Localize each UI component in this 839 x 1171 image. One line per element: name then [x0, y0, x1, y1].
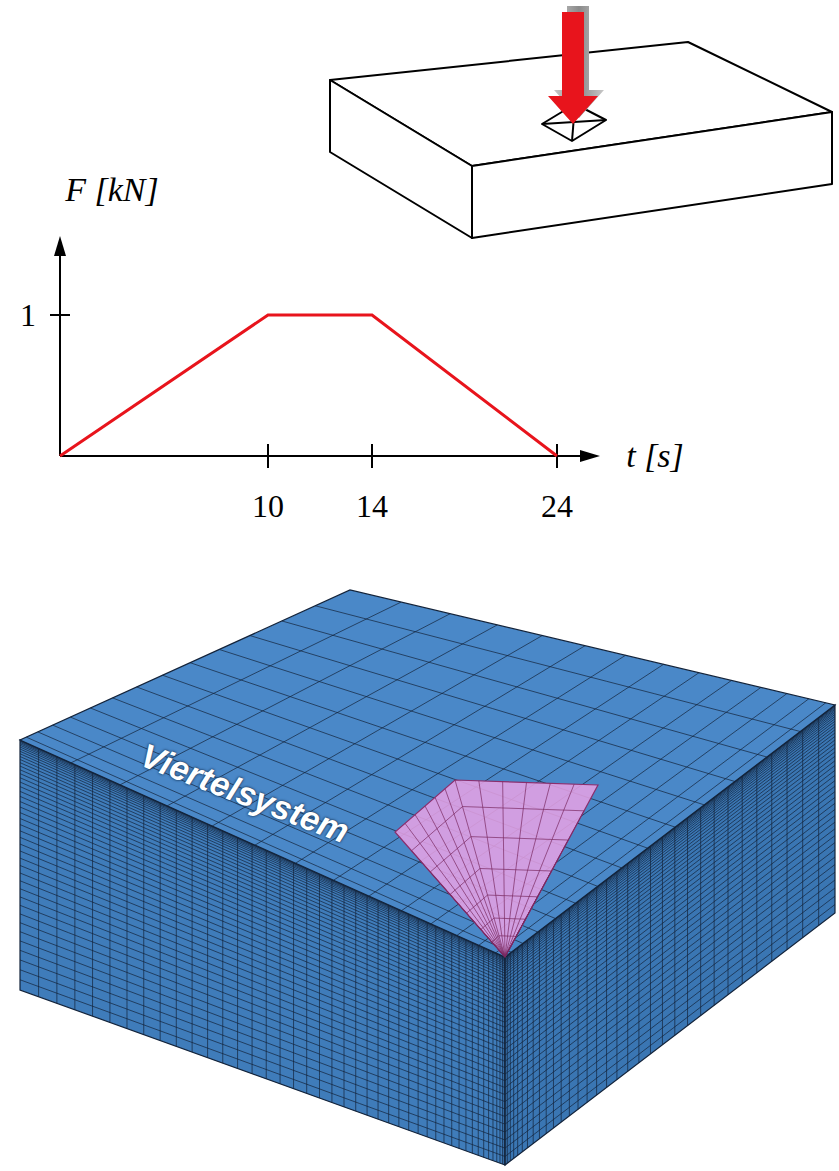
axis-title: t [s]	[626, 439, 684, 473]
mesh-line	[20, 923, 505, 1109]
mesh-line	[20, 980, 505, 1157]
footing-area	[395, 780, 598, 957]
mesh-line	[71, 602, 401, 763]
mesh-line	[505, 888, 835, 1140]
mesh-line	[505, 896, 835, 1148]
axis-arrowhead	[580, 450, 600, 462]
x-axis	[60, 455, 585, 457]
mesh-line	[455, 780, 505, 957]
mesh-line	[315, 606, 800, 732]
mesh-line	[20, 941, 505, 1124]
mesh-line	[445, 789, 505, 957]
mesh-face	[20, 590, 835, 957]
load-arrow	[548, 12, 598, 124]
mesh-line	[20, 970, 505, 1148]
axis-title: F [kN]	[65, 173, 159, 207]
y-axis	[59, 252, 61, 456]
mesh-line	[505, 904, 835, 1156]
fe-mesh	[20, 590, 835, 1165]
slab-left-side	[330, 80, 472, 238]
mesh-line	[20, 932, 505, 1117]
tick-value: 14	[356, 490, 388, 522]
mesh-line	[505, 784, 574, 957]
mesh-line	[415, 815, 505, 957]
mesh-line	[503, 782, 505, 957]
load-curve	[60, 315, 557, 456]
axis-tick	[50, 314, 70, 316]
mesh-line	[20, 950, 505, 1132]
axis-tick	[371, 444, 373, 468]
mesh-line	[20, 914, 505, 1102]
mesh-line	[479, 781, 505, 957]
tick-value: 10	[252, 490, 284, 522]
tick-value: 24	[541, 490, 573, 522]
mesh-line	[425, 806, 505, 957]
mesh-line	[250, 636, 735, 782]
slab-front-side	[472, 112, 832, 238]
mesh-line	[20, 905, 505, 1094]
mesh-line	[282, 621, 767, 757]
axis-tick	[267, 444, 269, 468]
load-graph	[50, 236, 600, 468]
mesh-line	[505, 783, 550, 957]
mesh-line	[412, 807, 585, 957]
tick-value: 1	[20, 299, 36, 331]
mesh-top-face	[20, 590, 835, 957]
mesh-line	[20, 960, 505, 1140]
mesh-line	[435, 797, 505, 957]
axis-arrowhead	[54, 236, 66, 256]
footing-patch	[395, 780, 598, 957]
